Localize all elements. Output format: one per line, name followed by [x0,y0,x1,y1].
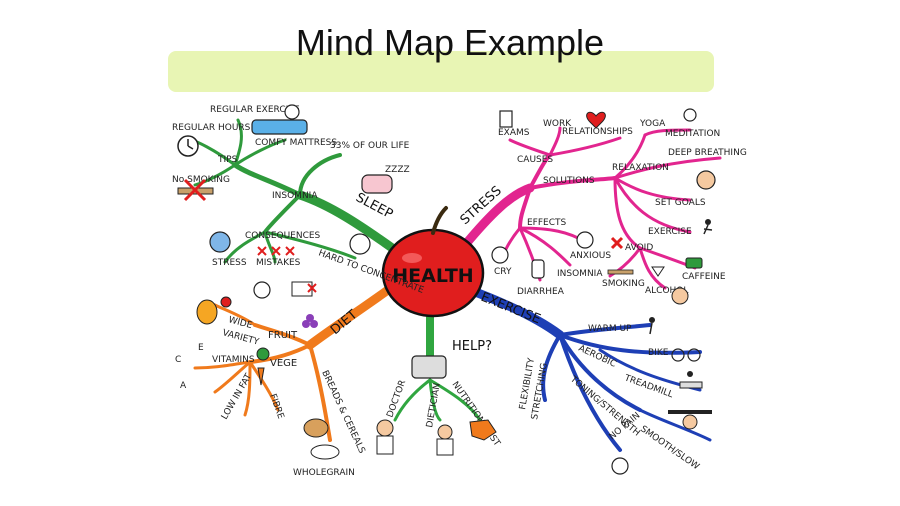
no-smoking-label: No SMOKING [172,175,230,185]
bike-label: BIKE [648,348,669,358]
help-label: HELP? [452,339,492,354]
sleep-stress-label: STRESS [212,258,247,268]
consequences-label: CONSEQUENCES [245,231,321,241]
weightlifter-icon [668,410,712,430]
document-icon [499,110,513,128]
clock-icon [177,135,199,157]
doctor-label: DOCTOR [385,379,408,419]
alcohol-label: ALCOHOL [645,286,688,296]
sleep-label: SLEEP [353,190,395,222]
regular-hours-label: REGULAR HOURS [172,123,251,133]
warm-up-label: WARM UP [588,324,632,334]
stress-exercise-label: EXERCISE [648,227,692,237]
treadmill-label: TREADMILL [622,373,674,400]
effects-label: EFFECTS [527,218,567,228]
sleep-percent-label: 33% OF OUR LIFE [330,141,410,151]
meditation-label: MEDITATION [665,129,720,139]
warm-up-person-icon [649,317,655,335]
broken-heart-icon [586,111,606,129]
diarrhea-label: DIARRHEA [517,287,565,297]
center-node-label: HEALTH [392,265,473,287]
broccoli-icon [256,347,270,361]
caffeine-label: CAFFEINE [682,272,726,282]
sleep-branch [188,118,400,264]
meditation-icon [683,108,697,122]
relationships-label: RELATIONSHIPS [562,127,633,137]
vitamin-e-label: E [198,343,204,353]
sleeping-person-icon [361,174,393,194]
page-title: Mind Map Example [295,22,605,63]
apple-icon [381,206,485,318]
alcohol-glass-icon [651,266,689,305]
title-highlight-bar [168,51,714,92]
bread-bowl-icon [303,418,340,460]
vitamin-a-label: A [180,381,187,391]
sun-icon [253,281,271,299]
stress-insomnia-label: INSOMNIA [557,269,603,279]
mistakes-icon [257,246,295,256]
grapes-icon [302,314,318,328]
coffee-cup-icon [685,257,703,269]
carrot-icon [257,367,265,386]
vege-label: VEGE [270,358,297,369]
anxious-face-icon [576,231,594,249]
fruit-label: FRUIT [268,330,298,341]
doctor-icon [376,419,394,455]
avoid-cigarette-icon [607,236,634,275]
stress-branch [460,126,722,290]
bicycle-icon [671,348,701,362]
anxious-label: ANXIOUS [570,251,611,261]
insomnia-label: INSOMNIA [272,191,318,201]
mistakes-label: MISTAKES [256,258,301,268]
smiley-face-icon [611,457,629,475]
avoid-label: AVOID [625,243,653,253]
causes-label: CAUSES [517,155,553,165]
telephone-icon [411,355,447,379]
dietician-icon [436,424,454,456]
regular-exercise-label: REGULAR EXERCISE [210,105,300,115]
diet-branch [193,280,400,442]
australia-map-icon [469,419,497,441]
cry-label: CRY [494,267,512,277]
wholegrain-label: WHOLEGRAIN [293,468,355,478]
concentrate-face-icon [349,233,371,255]
solutions-label: SOLUTIONS [543,176,595,186]
relaxation-label: RELAXATION [612,163,669,173]
vitamin-c-label: C [175,355,181,365]
deep-breathing-label: DEEP BREATHING [668,148,747,158]
nutrition-aust-label: NUTRITION AUST [450,380,502,449]
no-junk-food-icon [291,281,317,297]
comfy-mattress-label: COMFY MATTRESS [255,138,337,148]
wide-label: WIDE [227,315,253,331]
no-smoking-icon [177,178,214,202]
vitamins-label: VITAMINS [212,355,255,365]
stress-face-icon [209,231,231,253]
exams-label: EXAMS [498,128,530,138]
zzz-label: ZZZZ [385,165,410,175]
treadmill-icon [679,371,703,389]
work-label: WORK [543,119,572,129]
toilet-icon [531,259,545,279]
tips-label: TIPS [217,155,238,165]
yoga-label: YOGA [639,119,666,129]
smiley-icon [284,104,300,120]
smoking-label: SMOKING [602,279,645,289]
breathing-face-icon [696,170,716,190]
running-person-icon [703,219,713,235]
variety-label: VARIETY [221,328,260,347]
dietician-label: DIETICIAN [425,382,443,428]
set-goals-label: SET GOALS [655,198,706,208]
mattress-icon [251,119,308,135]
fibre-label: FIBRE [267,393,285,421]
crying-face-icon [491,246,509,264]
fruit-basket-icon [196,296,232,325]
